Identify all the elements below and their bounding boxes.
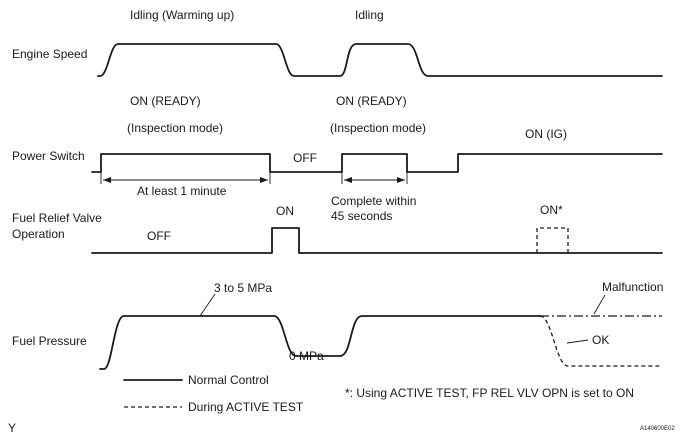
forty-five-seconds-label: 45 seconds — [331, 209, 392, 223]
malfunction-leader-line — [593, 294, 606, 315]
complete-within-label: Complete within — [331, 194, 416, 208]
malfunction-label: Malfunction — [602, 280, 663, 294]
idling-warming-label: Idling (Warming up) — [130, 8, 234, 22]
engine-speed-label: Engine Speed — [12, 47, 87, 61]
valve-on-label: ON — [276, 204, 294, 218]
arrow-head — [397, 177, 405, 183]
arrow-head — [103, 177, 111, 183]
fuel-pressure-ok-trace — [539, 315, 662, 367]
power-off-label: OFF — [293, 151, 317, 165]
fuel-relief-label-2: Operation — [12, 227, 65, 241]
on-ig-label: ON (IG) — [525, 127, 567, 141]
ok-leader-line — [566, 339, 589, 344]
legend-active-test-label: During ACTIVE TEST — [188, 400, 304, 414]
arrow-head — [344, 177, 352, 183]
figure-code: A140600E02 — [640, 426, 675, 432]
fuel-relief-label-1: Fuel Relief Valve — [12, 211, 102, 225]
relief-valve-active-test-pulse — [536, 227, 569, 253]
valve-off-label: OFF — [147, 229, 171, 243]
relief-valve-trace — [91, 227, 663, 254]
pressure-high-label: 3 to 5 MPa — [214, 281, 272, 295]
pressure-leader-line — [199, 293, 216, 317]
valve-on-star-label: ON* — [540, 203, 563, 217]
footnote: *: Using ACTIVE TEST, FP REL VLV OPN is … — [345, 386, 634, 400]
inspection-mode-label-2: (Inspection mode) — [330, 121, 426, 135]
power-switch-trace — [91, 153, 663, 173]
on-ready-label-2: ON (READY) — [336, 94, 407, 108]
engine-speed-trace — [97, 43, 663, 77]
legend-normal-label: Normal Control — [188, 373, 269, 387]
on-ready-label-1: ON (READY) — [130, 94, 201, 108]
inspection-mode-label-1: (Inspection mode) — [127, 121, 223, 135]
ok-label: OK — [592, 333, 609, 347]
idling-label: Idling — [355, 8, 384, 22]
corner-letter: Y — [8, 421, 16, 435]
arrow-head — [260, 177, 268, 183]
fuel-pressure-trace — [99, 315, 541, 370]
at-least-label: At least 1 minute — [137, 184, 227, 198]
power-switch-label: Power Switch — [12, 149, 85, 163]
fuel-pressure-label: Fuel Pressure — [12, 334, 87, 348]
